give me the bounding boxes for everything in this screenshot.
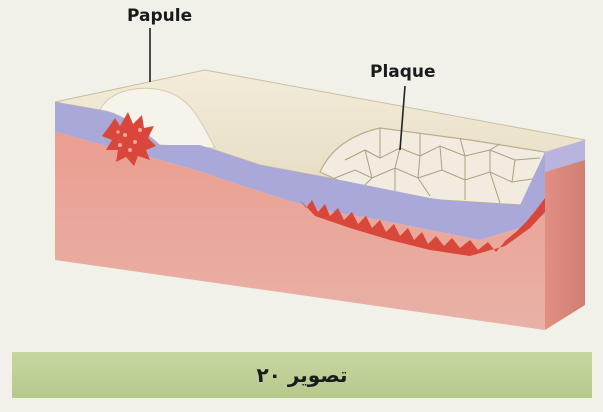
skin-lesion-diagram: Papule Plaque bbox=[0, 0, 603, 340]
figure-caption: تصویر ۲۰ bbox=[256, 363, 347, 387]
skin-block-illustration bbox=[0, 0, 603, 340]
caption-bar: تصویر ۲۰ bbox=[12, 352, 592, 398]
plaque-label: Plaque bbox=[370, 62, 436, 82]
papule-label: Papule bbox=[127, 6, 192, 26]
